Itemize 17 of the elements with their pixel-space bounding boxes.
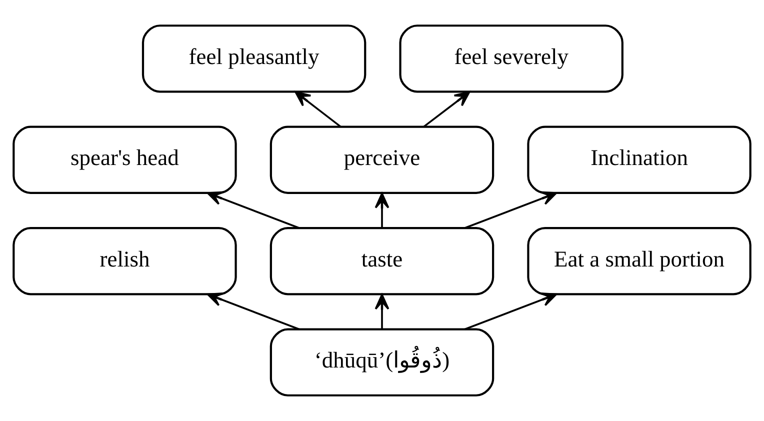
arrow	[374, 294, 390, 330]
node-box: relish	[12, 227, 237, 296]
node-box: taste	[270, 227, 494, 296]
arrow	[206, 292, 300, 330]
node-box: Inclination	[527, 126, 752, 194]
node-box: spear's head	[12, 126, 237, 194]
node-box: perceive	[270, 126, 494, 194]
arrow	[464, 292, 558, 330]
node-box: ‘dhūqū’(ذُوقُوا)	[270, 328, 494, 396]
node-box: feel severely	[399, 24, 624, 93]
node-box: Eat a small portion	[527, 227, 752, 296]
arrow	[464, 191, 558, 229]
node-box: feel pleasantly	[142, 24, 366, 93]
arrow	[374, 192, 390, 228]
arrow	[423, 91, 470, 128]
arrow	[206, 191, 300, 229]
arrow	[294, 91, 342, 128]
